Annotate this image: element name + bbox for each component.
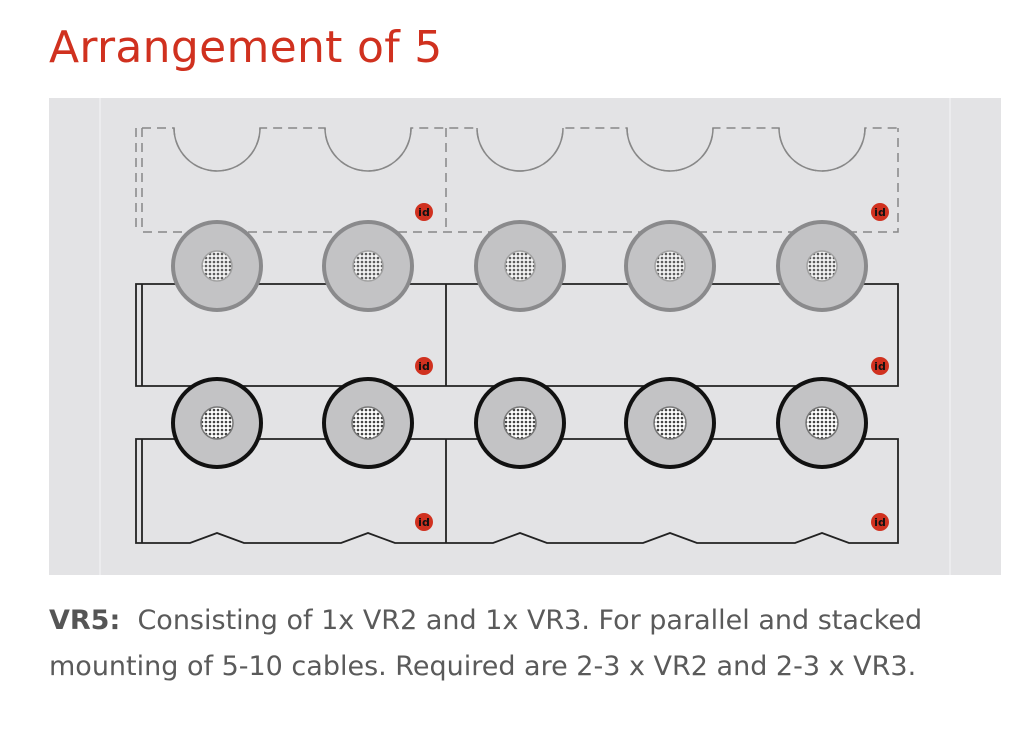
cable-gray (322, 220, 414, 312)
caption-text: Consisting of 1x VR2 and 1x VR3. For par… (49, 605, 923, 682)
logo-circle (415, 513, 433, 531)
holder-arc (778, 127, 866, 172)
cable-black (322, 377, 414, 469)
cable-core (200, 406, 234, 440)
cable-gray (474, 220, 566, 312)
caption-label: VR5: (49, 605, 121, 636)
id-logo-icon: id (415, 203, 433, 221)
logo-circle (871, 203, 889, 221)
cable-gray (624, 220, 716, 312)
holder-arc (626, 127, 714, 172)
id-logo-icon: id (871, 203, 889, 221)
id-logo-icon: id (871, 513, 889, 531)
holder-arc (173, 127, 261, 172)
cable-core (201, 250, 233, 282)
logo-text: id (874, 206, 886, 219)
page-title: Arrangement of 5 (49, 22, 443, 73)
cable-core (653, 406, 687, 440)
cable-black (474, 377, 566, 469)
cable-core (806, 250, 838, 282)
diagram-svg: id id id id id id (99, 98, 951, 575)
module-bottom-dividers (141, 439, 447, 543)
logo-text: id (418, 516, 430, 529)
cable-core (504, 250, 536, 282)
logo-text: id (418, 206, 430, 219)
logo-text: id (874, 516, 886, 529)
cable-gray (171, 220, 263, 312)
module-bottom (135, 438, 899, 544)
cable-core (654, 250, 686, 282)
cable-black (776, 377, 868, 469)
logo-circle (415, 203, 433, 221)
arrangement-diagram: id id id id id id (49, 98, 1001, 575)
logo-text: id (874, 360, 886, 373)
logo-text: id (418, 360, 430, 373)
dashed-outline-sides (135, 128, 899, 233)
cable-core (805, 406, 839, 440)
logo-circle (871, 357, 889, 375)
cable-gray (776, 220, 868, 312)
holder-arc (324, 127, 412, 172)
logo-circle (871, 513, 889, 531)
cable-black (624, 377, 716, 469)
id-logo-icon: id (415, 513, 433, 531)
holder-arc (476, 127, 564, 172)
cable-core (503, 406, 537, 440)
id-logo-icon: id (871, 357, 889, 375)
cable-core (351, 406, 385, 440)
logo-circle (415, 357, 433, 375)
cable-core (352, 250, 384, 282)
cable-black (171, 377, 263, 469)
id-logo-icon: id (415, 357, 433, 375)
caption: VR5: Consisting of 1x VR2 and 1x VR3. Fo… (49, 598, 1009, 690)
